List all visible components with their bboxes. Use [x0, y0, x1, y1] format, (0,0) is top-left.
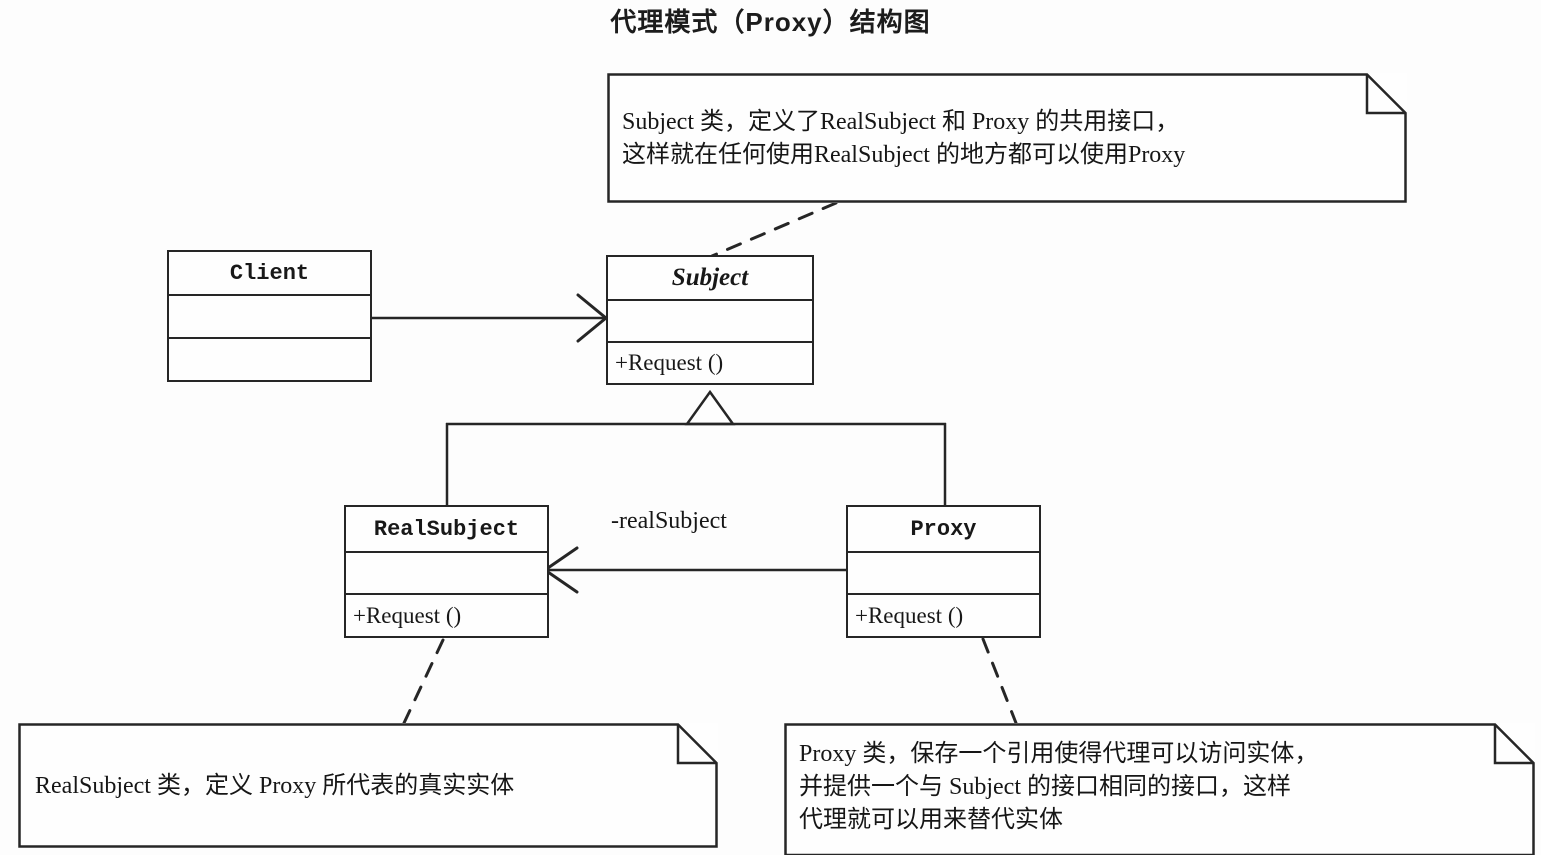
class-operations-subject: +Request () [615, 349, 724, 375]
class-box-client[interactable]: Client [167, 250, 372, 382]
class-operations-real-subject: +Request () [353, 602, 462, 628]
page-title: 代理模式（Proxy）结构图 [610, 7, 931, 37]
link-proxy-to-real-subject [543, 546, 846, 594]
class-operations-proxy: +Request () [855, 602, 964, 628]
note-subject-line-2: 这样就在任何使用RealSubject 的地方都可以使用Proxy [622, 142, 1186, 168]
class-attributes-subject [608, 301, 812, 343]
note-proxy-line-1: Proxy 类，保存一个引用使得代理可以访问实体， [799, 741, 1319, 767]
class-name-subject: Subject [608, 257, 812, 302]
note-shape [607, 73, 1407, 203]
class-attributes-proxy [848, 553, 1039, 595]
link-generalization [445, 389, 947, 507]
note-subject: Subject 类，定义了RealSubject 和 Proxy 的共用接口， … [607, 73, 1407, 203]
note-proxy-line-3: 代理就可以用来替代实体 [799, 807, 1063, 833]
class-box-proxy[interactable]: Proxy +Request () [846, 505, 1041, 638]
link-client-to-subject [371, 293, 608, 343]
association-label-real-subject: -realSubject [611, 508, 727, 534]
note-proxy-line-2: 并提供一个与 Subject 的接口相同的接口，这样 [799, 774, 1291, 800]
note-shape [784, 723, 1535, 855]
note-anchor-subject [710, 201, 838, 258]
note-anchor-real-subject [402, 638, 445, 725]
class-operations-client [169, 339, 370, 380]
class-box-subject[interactable]: Subject +Request () [606, 255, 814, 385]
class-attributes-client [169, 296, 370, 339]
class-box-real-subject[interactable]: RealSubject +Request () [344, 505, 549, 638]
class-attributes-real-subject [346, 553, 547, 595]
note-subject-line-1: Subject 类，定义了RealSubject 和 Proxy 的共用接口， [622, 109, 1180, 135]
class-name-client: Client [169, 252, 370, 297]
class-name-real-subject: RealSubject [346, 507, 547, 553]
class-name-proxy: Proxy [848, 507, 1039, 553]
note-proxy: Proxy 类，保存一个引用使得代理可以访问实体， 并提供一个与 Subject… [784, 723, 1535, 855]
note-shape [18, 723, 718, 848]
note-anchor-proxy [981, 637, 1018, 725]
note-real-subject: RealSubject 类，定义 Proxy 所代表的真实实体 [18, 723, 718, 848]
note-real-subject-line-1: RealSubject 类，定义 Proxy 所代表的真实实体 [35, 773, 515, 799]
